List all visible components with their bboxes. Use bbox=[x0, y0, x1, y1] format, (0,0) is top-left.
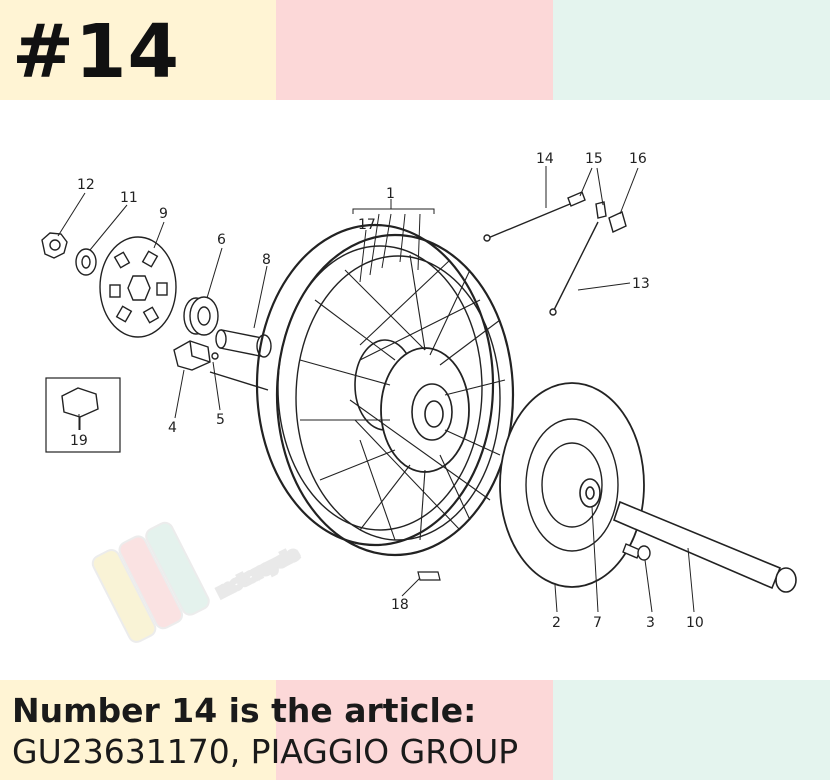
callout-9: 9 bbox=[159, 206, 168, 222]
part-13-spoke bbox=[549, 221, 599, 316]
part-6-bearing bbox=[183, 296, 219, 336]
part-16-clip bbox=[608, 211, 627, 233]
part-19-inset bbox=[45, 377, 121, 453]
caption-article: GU23631170, PIAGGIO GROUP bbox=[12, 732, 519, 771]
part-11-washer bbox=[75, 248, 97, 276]
callout-19: 19 bbox=[70, 433, 88, 449]
part-7-spacer bbox=[579, 478, 601, 508]
callout-10: 10 bbox=[686, 615, 704, 631]
page-title: #14 bbox=[12, 9, 180, 95]
callout-7: 7 bbox=[593, 615, 602, 631]
callout-6: 6 bbox=[217, 232, 226, 248]
part-9-flange bbox=[99, 236, 177, 338]
callout-8: 8 bbox=[262, 252, 271, 268]
part-10-axle bbox=[613, 500, 797, 593]
part-18-label bbox=[417, 571, 441, 581]
callout-15: 15 bbox=[585, 151, 603, 167]
watermark: motorcycle bbox=[91, 521, 304, 643]
part-3-bolt bbox=[622, 543, 651, 561]
band-yellow bbox=[0, 0, 276, 100]
part-12-nut bbox=[41, 232, 68, 259]
callout-3: 3 bbox=[646, 615, 655, 631]
band-pink bbox=[276, 680, 553, 780]
part-1-wheel bbox=[255, 223, 515, 557]
caption-heading: Number 14 is the article: bbox=[12, 691, 477, 730]
callout-5: 5 bbox=[216, 412, 225, 428]
leader-lines bbox=[57, 166, 695, 613]
part-14-spoke bbox=[483, 203, 571, 242]
callout-labels: 1 2 3 4 5 6 7 8 9 10 11 12 13 14 15 16 1… bbox=[70, 151, 704, 631]
callout-17: 17 bbox=[358, 217, 376, 233]
header-band bbox=[0, 0, 830, 100]
callout-12: 12 bbox=[77, 177, 95, 193]
callout-1: 1 bbox=[386, 186, 395, 202]
exploded-wheel-diagram: motorcycle bbox=[41, 151, 797, 643]
callout-14: 14 bbox=[536, 151, 554, 167]
part-15-nipple bbox=[567, 191, 607, 219]
callout-13: 13 bbox=[632, 276, 650, 292]
callout-18: 18 bbox=[391, 597, 409, 613]
callout-2: 2 bbox=[552, 615, 561, 631]
callout-11: 11 bbox=[120, 190, 138, 206]
band-yellow bbox=[0, 680, 276, 780]
footer-band bbox=[0, 680, 830, 780]
band-pink bbox=[276, 0, 553, 100]
part-2-brake-disc bbox=[499, 382, 645, 588]
callout-4: 4 bbox=[168, 420, 177, 436]
watermark-text: motorcycle bbox=[215, 546, 300, 600]
part-4-5-sensor bbox=[173, 340, 269, 391]
band-green bbox=[553, 0, 830, 100]
band-green bbox=[553, 680, 830, 780]
callout-16: 16 bbox=[629, 151, 647, 167]
